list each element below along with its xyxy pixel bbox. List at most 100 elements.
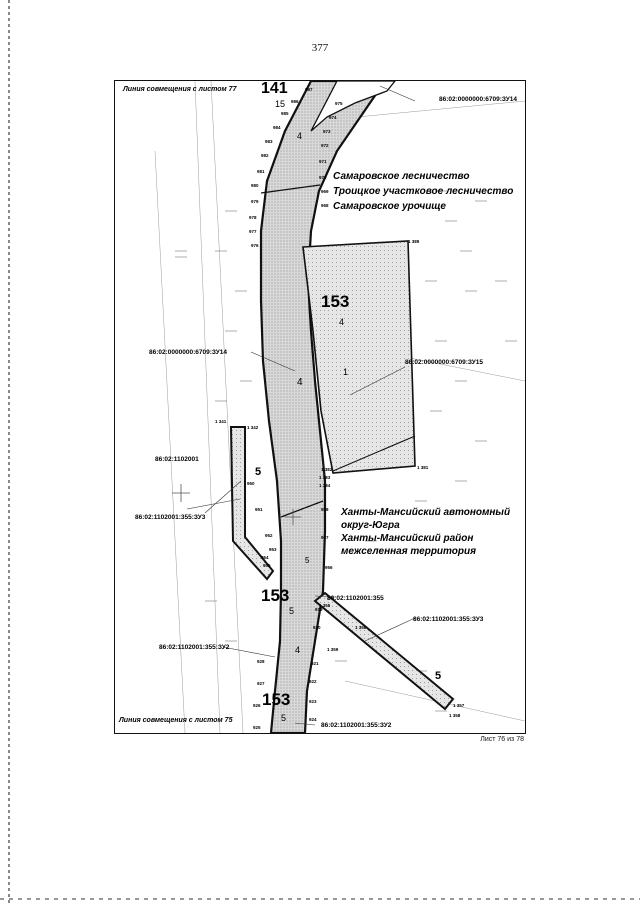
quarter-number: 153 bbox=[262, 690, 290, 709]
cadastral-label: 86:02:1102001:355 bbox=[327, 595, 384, 602]
point-label: 975 bbox=[335, 101, 343, 106]
section-number: 4 bbox=[339, 317, 344, 327]
point-label: 958 bbox=[321, 507, 329, 512]
quarter-number: 141 bbox=[261, 81, 288, 97]
point-label: 1 356 bbox=[355, 625, 367, 630]
point-label: 985 bbox=[281, 111, 289, 116]
parcel-zu3-left bbox=[229, 426, 275, 581]
scan-edge-bottom bbox=[0, 898, 640, 900]
section-number: 5 bbox=[305, 556, 310, 565]
parcel-inner-line bbox=[332, 435, 416, 472]
section-number: 5 bbox=[281, 713, 286, 723]
point-label: 1 355 bbox=[319, 603, 331, 608]
point-label: 951 bbox=[255, 507, 263, 512]
corridor-cross-line bbox=[260, 184, 321, 194]
section-number: 5 bbox=[435, 670, 441, 682]
point-label: 920 bbox=[313, 625, 321, 630]
cadastral-label: 86:02:1102001:355:ЗУ3 bbox=[413, 616, 484, 623]
point-label: 982 bbox=[261, 153, 269, 158]
cadastral-label: 86:02:0000000:6709:ЗУ14 bbox=[439, 96, 517, 103]
point-label: 979 bbox=[251, 199, 259, 204]
section-number: 15 bbox=[275, 99, 285, 109]
sheet-number: Лист 76 из 78 bbox=[480, 736, 524, 743]
match-line-top: Линия совмещения с листом 77 bbox=[122, 86, 238, 93]
parcel-zu15 bbox=[302, 240, 416, 474]
point-label: 1 384 bbox=[319, 483, 331, 488]
point-label: 1 383 bbox=[319, 475, 331, 480]
point-label: 973 bbox=[323, 129, 331, 134]
point-label: 1 381 bbox=[417, 465, 429, 470]
section-number: 4 bbox=[297, 377, 303, 388]
point-label: 1 382 bbox=[321, 467, 333, 472]
quarter-number: 153 bbox=[261, 586, 289, 605]
point-label: 956 bbox=[325, 565, 333, 570]
cadastral-map: Линия совмещения с листом 77 Линия совме… bbox=[118, 81, 525, 733]
forestry-label: Троицкое участковое лесничество bbox=[333, 186, 513, 197]
point-label: 923 bbox=[309, 699, 317, 704]
point-label: 952 bbox=[265, 533, 273, 538]
point-label: 927 bbox=[257, 681, 265, 686]
cadastral-label: 86:02:1102001:355:ЗУ2 bbox=[321, 722, 392, 729]
leader-lines bbox=[186, 85, 416, 726]
corridor-cross-line bbox=[280, 500, 324, 518]
survey-crosshairs bbox=[172, 484, 301, 525]
point-label: 981 bbox=[257, 169, 265, 174]
cadastral-label: 86:02:0000000:6709:ЗУ14 bbox=[149, 349, 227, 356]
terrain-hatches bbox=[175, 190, 517, 712]
region-label: межселенная территория bbox=[341, 546, 476, 557]
section-number: 1 bbox=[343, 367, 348, 377]
point-label: 983 bbox=[265, 139, 273, 144]
point-label: 926 bbox=[253, 703, 261, 708]
section-number: 4 bbox=[295, 645, 300, 655]
scan-edge-left bbox=[8, 0, 10, 905]
point-label: 977 bbox=[249, 229, 257, 234]
cadastral-label: 86:02:1102001:355:ЗУ2 bbox=[159, 644, 230, 651]
point-label: 925 bbox=[253, 725, 261, 730]
cadastral-label: 86:02:0000000:6709:ЗУ15 bbox=[405, 359, 483, 366]
point-label: 955 bbox=[263, 563, 271, 568]
region-label: округ-Югра bbox=[341, 520, 400, 531]
region-label: Ханты-Мансийский район bbox=[340, 533, 473, 544]
point-label: 919 bbox=[315, 607, 323, 612]
point-label: 980 bbox=[251, 183, 259, 188]
point-label: 1 342 bbox=[247, 425, 259, 430]
point-label: 957 bbox=[321, 535, 329, 540]
point-label: 968 bbox=[321, 203, 329, 208]
page-number: 377 bbox=[311, 42, 329, 54]
forestry-label: Самаровское урочище bbox=[333, 201, 446, 212]
point-label: 978 bbox=[249, 215, 257, 220]
point-label: 1 358 bbox=[449, 713, 461, 718]
cadastral-label: 86:02:1102001:355:ЗУ3 bbox=[135, 514, 206, 521]
point-label: 922 bbox=[309, 679, 317, 684]
point-label: 1 341 bbox=[215, 419, 227, 424]
point-label: 984 bbox=[273, 125, 281, 130]
point-label: 972 bbox=[321, 143, 329, 148]
point-label: 974 bbox=[329, 115, 337, 120]
map-frame: Линия совмещения с листом 77 Линия совме… bbox=[114, 80, 526, 734]
region-label: Ханты-Мансийский автономный bbox=[340, 507, 510, 518]
point-label: 969 bbox=[321, 189, 329, 194]
road-top-right bbox=[310, 81, 396, 132]
forestry-label: Самаровское лесничество bbox=[333, 171, 469, 182]
point-label: 1 357 bbox=[453, 703, 465, 708]
point-label: 921 bbox=[311, 661, 319, 666]
point-label: 970 bbox=[319, 175, 327, 180]
point-label: 986 bbox=[291, 99, 299, 104]
point-label: 1 389 bbox=[408, 239, 420, 244]
point-label: 954 bbox=[261, 555, 269, 560]
point-label: 1 359 bbox=[327, 647, 339, 652]
point-label: 987 bbox=[305, 87, 313, 92]
parcel-zu3-right bbox=[313, 591, 455, 711]
point-label: 971 bbox=[319, 159, 327, 164]
point-labels: 987 986 985 984 983 982 981 980 979 978 … bbox=[215, 87, 465, 730]
match-line-bottom: Линия совмещения с листом 75 bbox=[118, 717, 233, 724]
point-label: 928 bbox=[257, 659, 265, 664]
section-number: 4 bbox=[297, 131, 302, 141]
point-label: 953 bbox=[269, 547, 277, 552]
point-label: 976 bbox=[251, 243, 259, 248]
point-label: 924 bbox=[309, 717, 317, 722]
point-label: 950 bbox=[247, 481, 255, 486]
cadastral-label: 86:02:1102001 bbox=[155, 456, 199, 463]
section-number: 5 bbox=[289, 606, 294, 616]
section-number: 5 bbox=[255, 466, 261, 478]
